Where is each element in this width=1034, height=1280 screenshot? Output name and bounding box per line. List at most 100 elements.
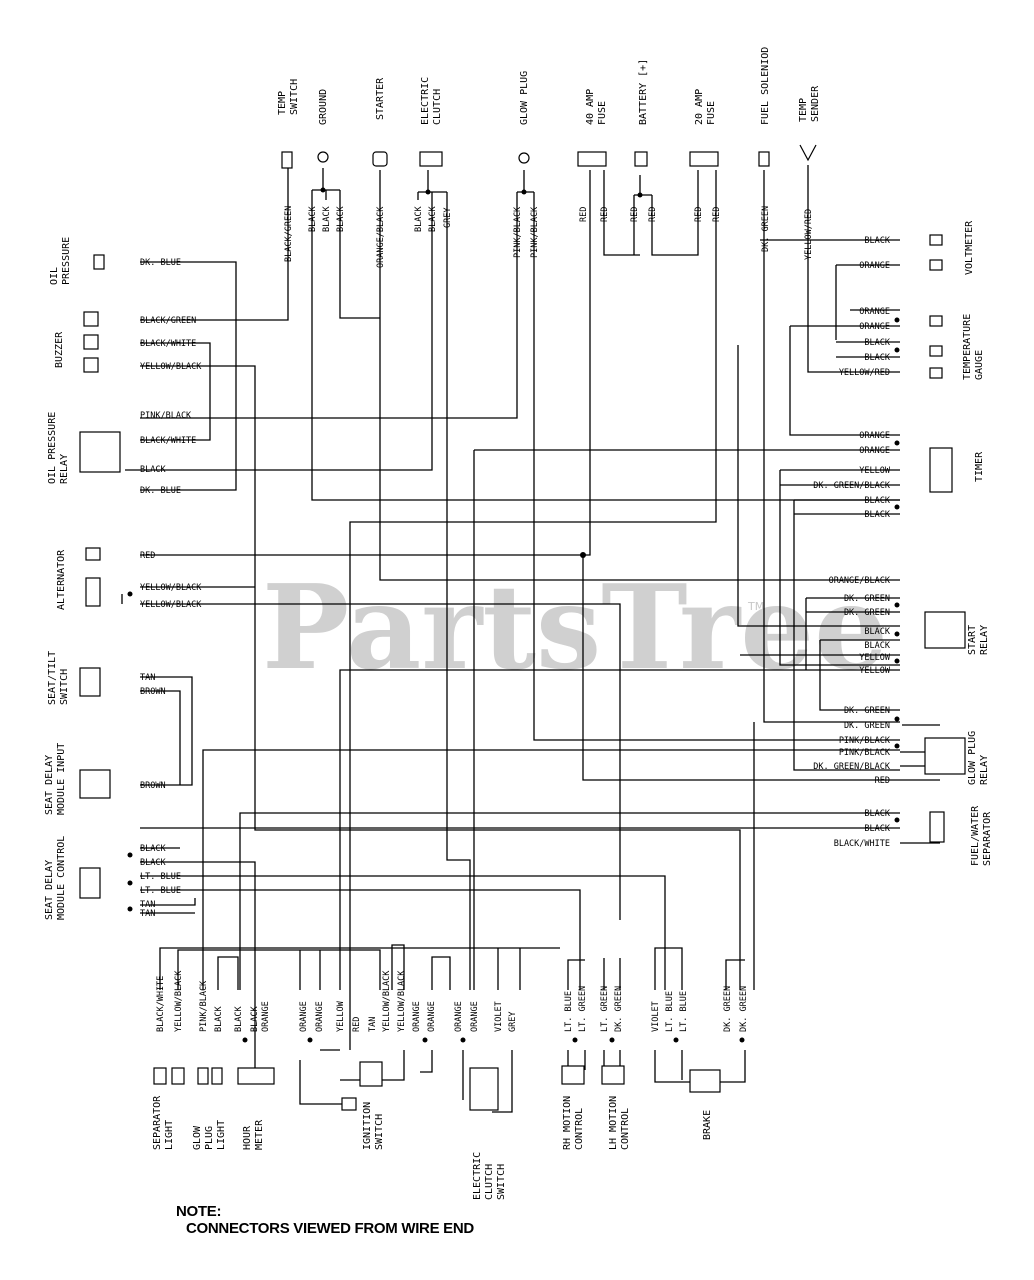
wire-label-right-15: DK. GREEN bbox=[844, 608, 890, 618]
wire-label-right-2: ORANGE bbox=[859, 307, 890, 317]
wire-label-left-11: TAN bbox=[140, 673, 155, 683]
lh-motion-control-label-line2: CONTROL bbox=[620, 1108, 631, 1150]
junction-dots bbox=[127, 187, 900, 1043]
glow-plug-connector bbox=[518, 152, 530, 164]
wire-label-left-15: BLACK bbox=[140, 858, 166, 868]
voltmeter-connector-2 bbox=[929, 259, 943, 271]
start-relay-label-line2: RELAY bbox=[979, 625, 990, 655]
seat-tilt-switch-label: SEAT/TILT SWITCH bbox=[47, 651, 70, 705]
electric-clutch-switch-label-line2: CLUTCH bbox=[484, 1164, 495, 1200]
separator-light-connector-1 bbox=[153, 1067, 167, 1085]
timer-label-line1: TIMER bbox=[974, 451, 985, 482]
wire-label-left-17: LT. BLUE bbox=[140, 886, 181, 896]
wire-label-bottom-9: YELLOW bbox=[336, 1000, 346, 1032]
watermark-trademark: TM bbox=[747, 600, 764, 613]
temperature-gauge-label: TEMPERATURE GAUGE bbox=[962, 314, 985, 380]
ground-label-line1: GROUND bbox=[318, 89, 329, 125]
rh-motion-control-label-line1: RH MOTION bbox=[562, 1096, 573, 1150]
seat-delay-input-connector bbox=[79, 769, 111, 799]
alternator-label: ALTERNATOR bbox=[56, 549, 67, 610]
wire-label-left-13: BROWN bbox=[140, 781, 166, 791]
electric-clutch-label: ELECTRIC CLUTCH bbox=[420, 77, 443, 125]
component-labels: TEMP SWITCH GROUND STARTER ELECTRIC CLUT… bbox=[44, 47, 993, 1200]
lh-motion-control-label: LH MOTION CONTROL bbox=[608, 1096, 631, 1150]
fuel-solenoid-connector bbox=[758, 151, 770, 167]
wire-label-top-13: RED bbox=[648, 207, 658, 222]
fuse-40-connector bbox=[577, 151, 607, 167]
temperature-gauge-connector-1 bbox=[929, 315, 943, 327]
fuel-water-separator-label: FUEL/WATER SEPARATOR bbox=[970, 805, 993, 866]
ground-connector bbox=[317, 151, 329, 163]
wire-label-bottom-28: DK. GREEN bbox=[739, 986, 749, 1032]
brake-label: BRAKE bbox=[702, 1110, 713, 1140]
temp-switch-label: TEMP SWITCH bbox=[277, 79, 300, 115]
wire-label-right-6: YELLOW/RED bbox=[839, 368, 890, 378]
wire-label-bottom-20: LT. BLUE bbox=[564, 991, 574, 1032]
temp-sender-label: TEMP SENDER bbox=[798, 85, 821, 122]
seat-delay-input-label-line2: MODULE INPUT bbox=[56, 743, 67, 815]
electric-clutch-label-line1: ELECTRIC bbox=[420, 77, 431, 125]
wire-label-bottom-8: ORANGE bbox=[315, 1001, 325, 1032]
brake-connector bbox=[689, 1069, 721, 1093]
wire-label-bottom-14: ORANGE bbox=[412, 1001, 422, 1032]
ignition-switch-label-line1: IGNITION bbox=[362, 1102, 373, 1150]
wire-label-bottom-6: ORANGE bbox=[261, 1001, 271, 1032]
left-wire-labels: DK. BLUE BLACK/GREEN BLACK/WHITE YELLOW/… bbox=[140, 258, 202, 919]
wire-label-right-21: DK. GREEN bbox=[844, 721, 890, 731]
battery-label-line1: BATTERY [+] bbox=[638, 59, 649, 125]
wire-label-right-4: BLACK bbox=[864, 338, 890, 348]
voltmeter-label-line1: VOLTMETER bbox=[964, 220, 975, 275]
wire-label-right-18: YELLOW bbox=[859, 653, 891, 663]
wire-label-bottom-11: TAN bbox=[368, 1017, 378, 1032]
brake-label-line1: BRAKE bbox=[702, 1110, 713, 1140]
buzzer-label-line1: BUZZER bbox=[54, 331, 65, 368]
wire-label-top-12: RED bbox=[630, 207, 640, 222]
wire-label-bottom-4: BLACK bbox=[234, 1006, 244, 1032]
wire-label-right-17: BLACK bbox=[864, 641, 890, 651]
wire-label-right-5: BLACK bbox=[864, 353, 890, 363]
electric-clutch-switch-label-line3: SWITCH bbox=[496, 1164, 507, 1200]
temperature-gauge-label-line1: TEMPERATURE bbox=[962, 314, 973, 380]
alternator-label-line1: ALTERNATOR bbox=[56, 549, 67, 610]
temperature-gauge-connector-2 bbox=[929, 345, 943, 357]
rh-motion-control-label-line2: CONTROL bbox=[574, 1108, 585, 1150]
wire-label-right-25: RED bbox=[875, 776, 890, 786]
wire-label-right-10: DK. GREEN/BLACK bbox=[813, 481, 891, 491]
fuel-water-separator-label-line1: FUEL/WATER bbox=[970, 805, 981, 866]
note-text: CONNECTORS VIEWED FROM WIRE END bbox=[186, 1220, 474, 1237]
wire-label-left-1: BLACK/GREEN bbox=[140, 316, 196, 326]
wire-label-right-23: PINK/BLACK bbox=[839, 748, 891, 758]
fuse-40-label-line2: FUSE bbox=[597, 101, 608, 125]
temp-switch-label-line1: TEMP bbox=[277, 91, 288, 115]
timer-connector bbox=[929, 447, 953, 493]
battery-label: BATTERY [+] bbox=[638, 59, 649, 125]
fuel-water-separator-connector bbox=[929, 811, 945, 843]
glow-plug-relay-label-line2: RELAY bbox=[979, 755, 990, 785]
wire-label-bottom-0: BLACK/WHITE bbox=[156, 976, 166, 1032]
wire-label-right-7: ORANGE bbox=[859, 431, 890, 441]
wire-label-top-14: RED bbox=[694, 207, 704, 222]
seat-tilt-switch-connector bbox=[79, 667, 101, 697]
lh-motion-control-connector bbox=[601, 1065, 625, 1085]
fuse-20-label-line1: 20 AMP bbox=[694, 89, 705, 125]
buzzer-connector-3 bbox=[83, 357, 99, 373]
wire-label-right-22: PINK/BLACK bbox=[839, 736, 891, 746]
glow-plug-relay-label-line1: GLOW PLUG bbox=[967, 731, 978, 785]
glow-plug-light-connector-1 bbox=[197, 1067, 209, 1085]
wiring-harness bbox=[121, 165, 940, 1113]
wire-label-left-6: BLACK bbox=[140, 465, 166, 475]
wire-label-left-9: YELLOW/BLACK bbox=[140, 583, 202, 593]
rh-motion-control-connector bbox=[561, 1065, 585, 1085]
wire-label-bottom-16: ORANGE bbox=[454, 1001, 464, 1032]
electric-clutch-label-line2: CLUTCH bbox=[432, 89, 443, 125]
wire-label-left-19: TAN bbox=[140, 909, 155, 919]
wire-label-bottom-23: DK. GREEN bbox=[614, 986, 624, 1032]
ignition-switch-label-line2: SWITCH bbox=[374, 1114, 385, 1150]
oil-pressure-label: OIL PRESSURE bbox=[49, 237, 72, 285]
wire-label-left-8: RED bbox=[140, 551, 155, 561]
oil-pressure-label-line1: OIL bbox=[49, 267, 60, 285]
wire-label-right-12: BLACK bbox=[864, 510, 890, 520]
wire-label-right-13: ORANGE/BLACK bbox=[829, 576, 891, 586]
wire-label-top-7: GREY bbox=[443, 208, 453, 228]
